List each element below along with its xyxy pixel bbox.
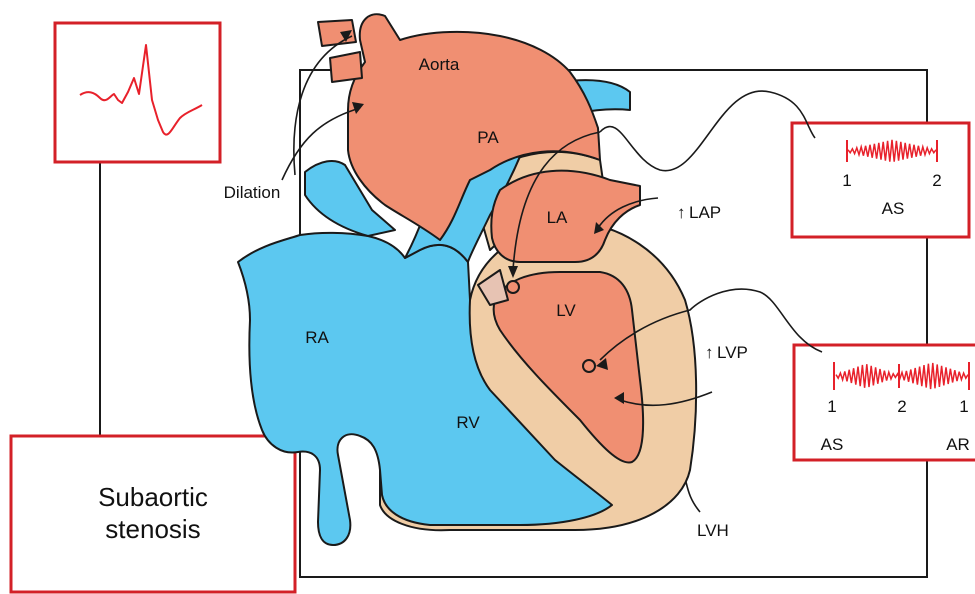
label-pa: PA	[477, 128, 499, 147]
condition-line-1: Subaortic	[98, 482, 208, 512]
stenosis-point	[507, 281, 519, 293]
tick-s2: 2	[932, 171, 941, 190]
label-dilation: Dilation	[224, 183, 281, 202]
heart	[238, 14, 696, 545]
murmur-box-as: 1 2 AS	[792, 123, 969, 237]
aortic-branch	[330, 52, 362, 82]
label-lv: LV	[556, 301, 576, 320]
label-lvp: LVP	[717, 343, 748, 362]
ecg-box	[55, 23, 220, 162]
condition-box: Subaortic stenosis	[11, 436, 295, 592]
murmur-box-as-border	[792, 123, 969, 237]
up-arrow-icon: ↑	[677, 203, 686, 222]
label-rv: RV	[456, 413, 480, 432]
lvh-leader	[686, 482, 700, 512]
caption-as: AS	[821, 435, 844, 454]
label-lap: LAP	[689, 203, 721, 222]
label-ra: RA	[305, 328, 329, 347]
caption-ar: AR	[946, 435, 970, 454]
tick-s1-next: 1	[959, 397, 968, 416]
label-la: LA	[547, 208, 568, 227]
murmur-as-leader	[600, 91, 815, 171]
condition-line-2: stenosis	[105, 514, 200, 544]
label-lvh: LVH	[697, 521, 729, 540]
up-arrow-icon: ↑	[705, 343, 714, 362]
tick-s2: 2	[897, 397, 906, 416]
lv-pressure-point	[583, 360, 595, 372]
tick-s1: 1	[827, 397, 836, 416]
tick-s1: 1	[842, 171, 851, 190]
murmur-box-as-ar: 1 2 1 AS AR	[794, 345, 975, 460]
murmur-caption: AS	[882, 199, 905, 218]
label-aorta: Aorta	[419, 55, 460, 74]
